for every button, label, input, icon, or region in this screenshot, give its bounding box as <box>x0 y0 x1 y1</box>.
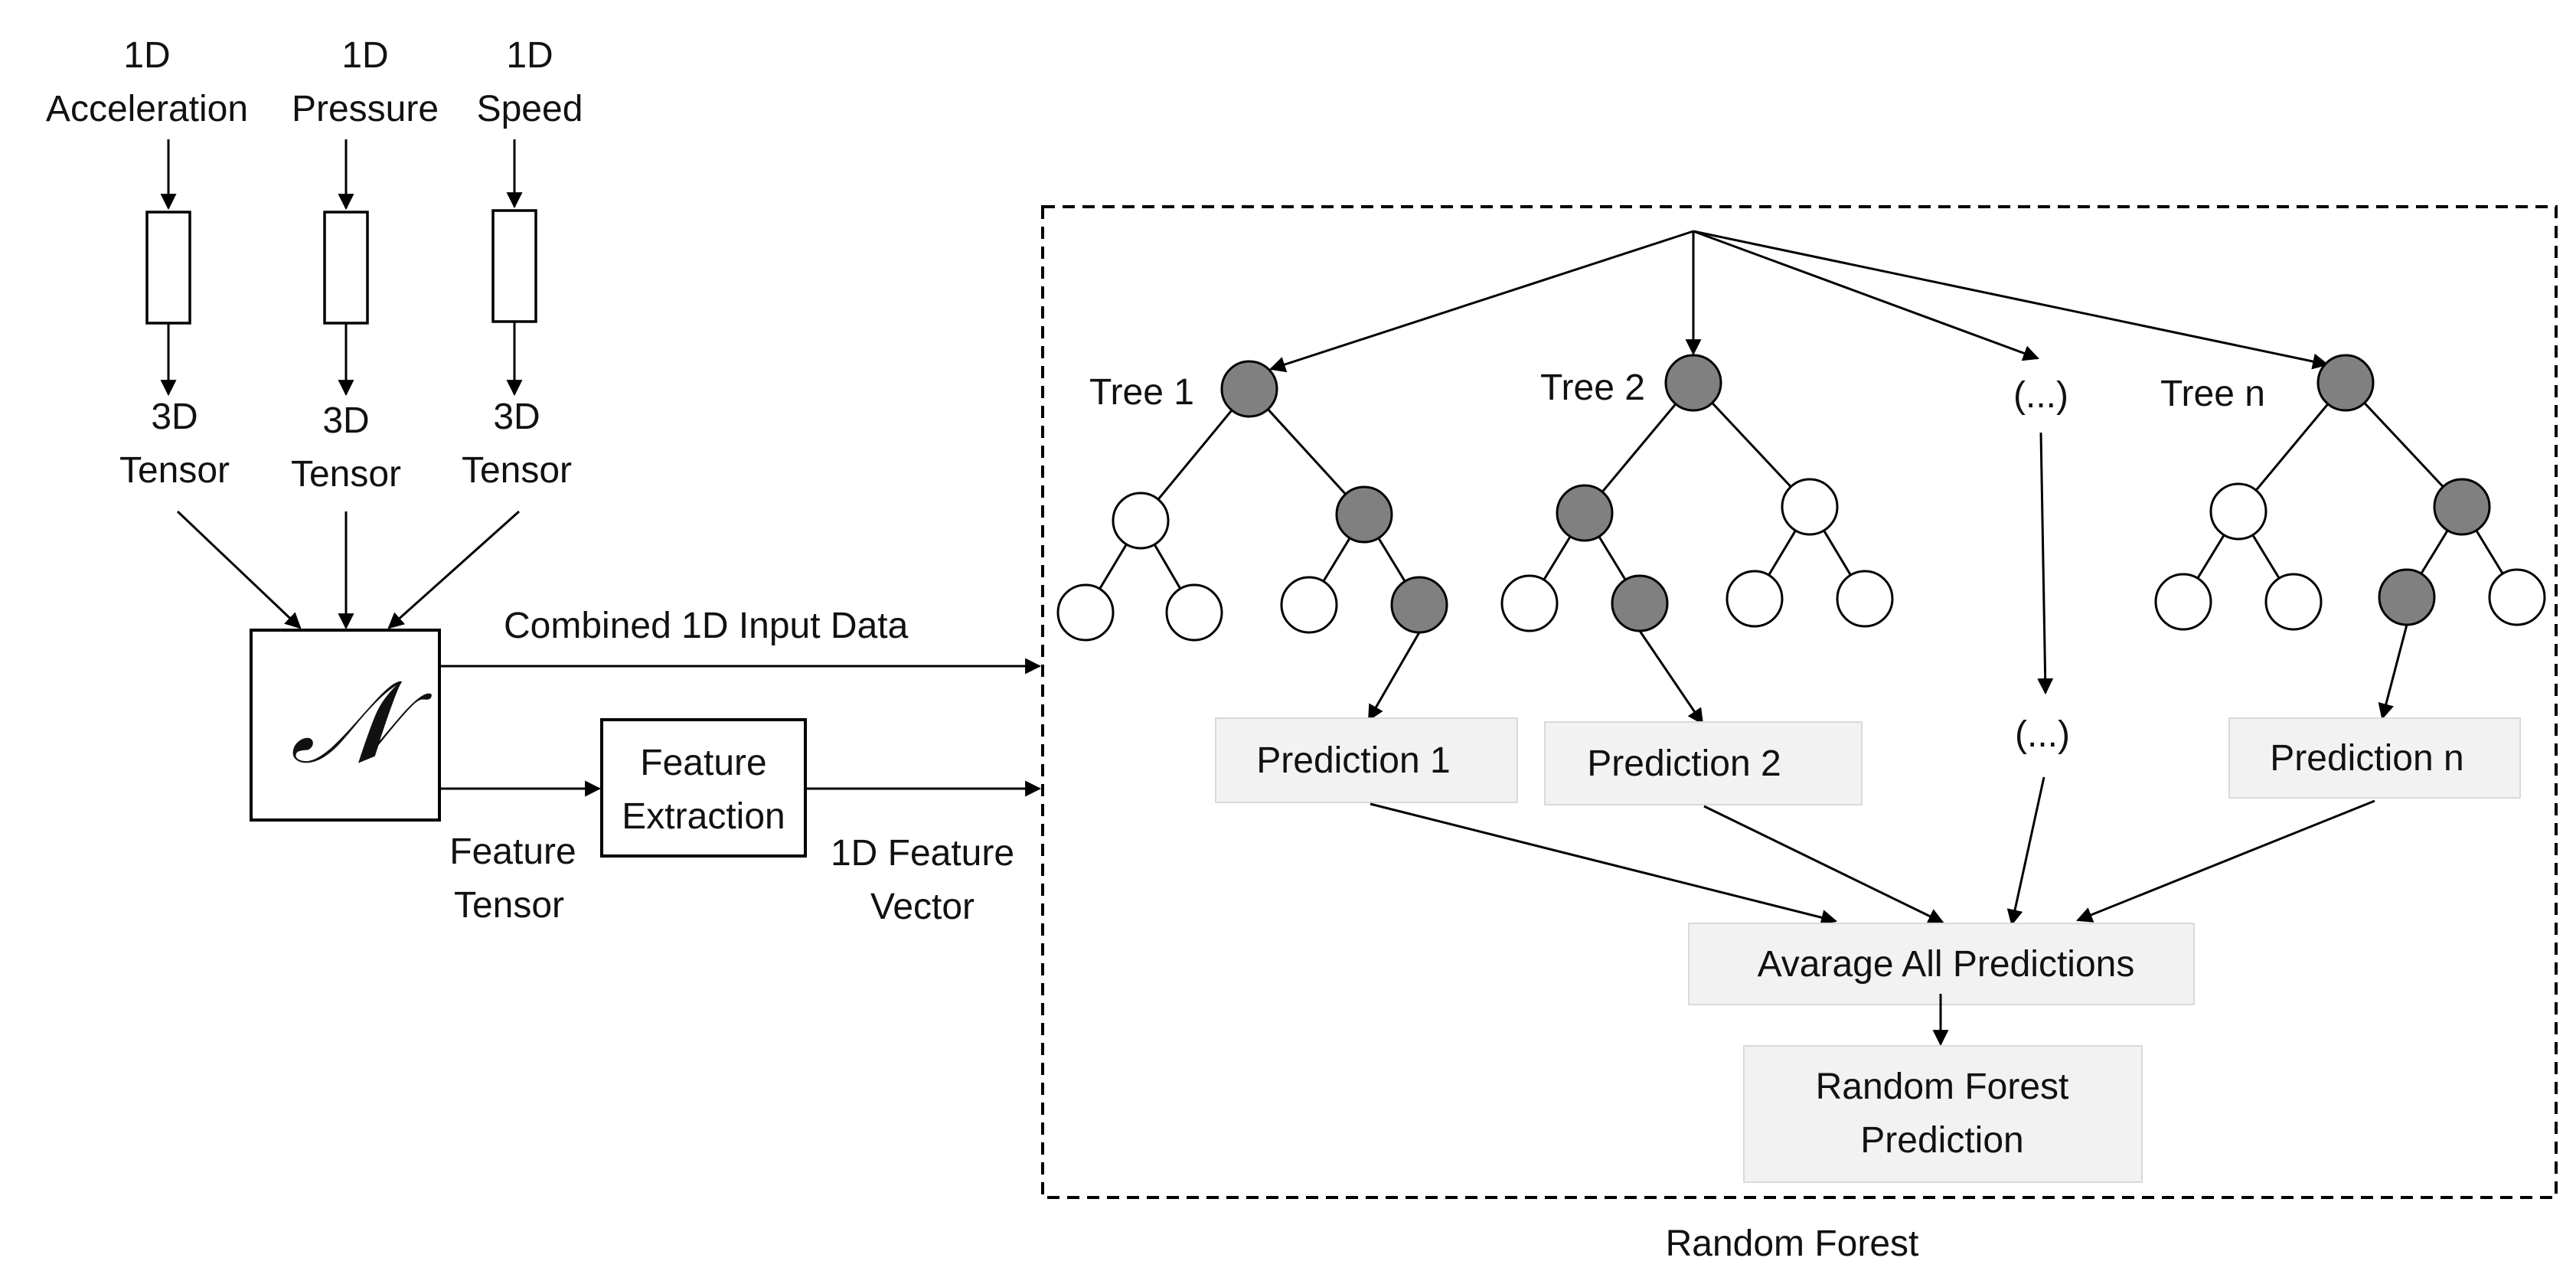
prediction-n-box <box>2228 717 2521 799</box>
prediction-1-label: Prediction 1 <box>1256 740 1450 781</box>
feature-extraction-line1: Feature <box>640 743 766 783</box>
arrow-root-to-treen <box>1693 230 2330 370</box>
tree-n-node <box>2433 478 2491 536</box>
arrow-prediction-2-to-average <box>1703 805 1944 924</box>
tree-1-leaf <box>1165 583 1223 642</box>
feature-tensor-line2: Tensor <box>454 885 564 926</box>
input-bar-speed <box>491 209 537 323</box>
arrow-ellipsis-down <box>2037 432 2054 695</box>
arrow-root-to-tree1 <box>1269 230 1694 373</box>
tree-2-leaf-selected <box>1611 574 1669 632</box>
tree-2-leaf <box>1725 570 1784 628</box>
feature-tensor-line1: Feature <box>449 831 576 872</box>
tensor-1-line1: 3D <box>151 397 198 437</box>
tree-2-node <box>1556 484 1614 542</box>
tree-n-leaf <box>2154 573 2212 631</box>
input-pressure-line1: 1D <box>341 35 388 76</box>
tree-n-root-node <box>2316 354 2375 412</box>
feature-vector-line1: 1D Feature <box>831 833 1014 874</box>
random-forest-container <box>1041 205 2558 1199</box>
arrow-leaf-to-prediction-1 <box>1367 632 1421 721</box>
tree-2-root-node <box>1664 354 1722 412</box>
input-acceleration-line1: 1D <box>123 35 170 76</box>
average-box <box>1688 923 2195 1005</box>
tree-1-leaf <box>1280 576 1338 634</box>
tree-n-label: Tree n <box>2160 374 2265 414</box>
input-speed-line1: 1D <box>506 35 553 76</box>
tree-1-node <box>1112 492 1170 550</box>
arrow-ellipsis-to-average <box>2006 776 2045 926</box>
arrow-leaf-to-prediction-n <box>2378 624 2408 720</box>
prediction-ellipsis-label: (...) <box>2015 714 2070 755</box>
tree-ellipsis-label: (...) <box>2013 375 2068 416</box>
arrow-tensor1-to-normalizer <box>176 510 302 629</box>
tree-1-label: Tree 1 <box>1089 372 1194 413</box>
tree-n-leaf-selected <box>2378 568 2436 626</box>
tree-1-root-node <box>1220 360 1278 418</box>
arrow-prediction-1-to-average <box>1370 802 1838 926</box>
input-pressure-line2: Pressure <box>292 89 439 129</box>
arrow-prediction-n-to-average <box>2076 799 2375 923</box>
tensor-3-line2: Tensor <box>462 450 572 491</box>
tree-2 <box>1500 354 1894 632</box>
tree-2-label: Tree 2 <box>1540 368 1645 408</box>
arrow-leaf-to-prediction-2 <box>1638 630 1704 725</box>
final-prediction-box <box>1743 1045 2143 1183</box>
tree-n-leaf <box>2264 573 2323 631</box>
tree-2-leaf <box>1500 574 1559 632</box>
tree-1-leaf-selected <box>1390 576 1448 634</box>
tensor-2-line1: 3D <box>322 400 369 441</box>
input-acceleration-line2: Acceleration <box>46 89 248 129</box>
feature-extraction-line2: Extraction <box>622 796 785 837</box>
tensor-3-line1: 3D <box>493 397 540 437</box>
tree-2-leaf <box>1836 570 1894 628</box>
combined-input-label: Combined 1D Input Data <box>504 606 909 646</box>
tree-n-leaf <box>2488 568 2546 626</box>
input-speed-line2: Speed <box>477 89 583 129</box>
feature-extraction-box <box>600 718 807 858</box>
arrow-tensor3-to-normalizer <box>387 510 520 629</box>
tree-n-node <box>2209 482 2267 541</box>
tree-1-node <box>1335 485 1393 544</box>
random-forest-label: Random Forest <box>1666 1224 1919 1264</box>
prediction-2-label: Prediction 2 <box>1587 743 1781 784</box>
average-label: Avarage All Predictions <box>1758 944 2135 985</box>
prediction-2-box <box>1544 721 1863 805</box>
tree-1-leaf <box>1056 583 1115 642</box>
final-prediction-line2: Prediction <box>1860 1120 2023 1161</box>
arrow-root-to-ellipsis <box>1693 230 2039 361</box>
tensor-1-line2: Tensor <box>119 450 230 491</box>
final-prediction-line1: Random Forest <box>1816 1067 2069 1107</box>
tensor-2-line2: Tensor <box>291 454 401 495</box>
tree-2-node <box>1781 478 1839 536</box>
input-bar-acceleration <box>145 211 191 325</box>
tree-1 <box>1056 360 1448 642</box>
tree-n <box>2154 354 2546 631</box>
feature-vector-line2: Vector <box>870 887 975 927</box>
normalizer-box <box>250 629 441 822</box>
prediction-n-label: Prediction n <box>2270 738 2463 779</box>
prediction-1-box <box>1215 717 1518 803</box>
input-bar-pressure <box>323 211 369 325</box>
